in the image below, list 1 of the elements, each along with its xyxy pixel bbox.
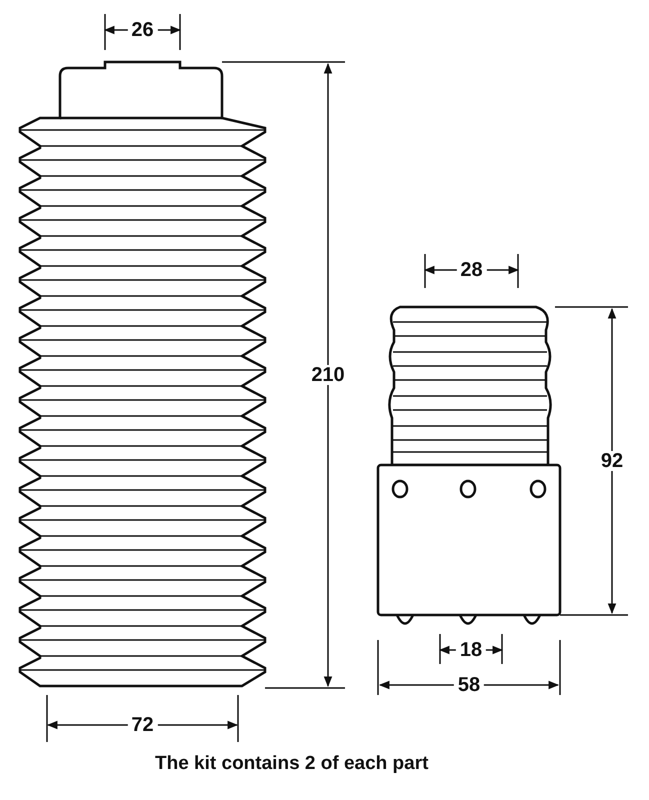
caption: The kit contains 2 of each part (155, 752, 428, 776)
